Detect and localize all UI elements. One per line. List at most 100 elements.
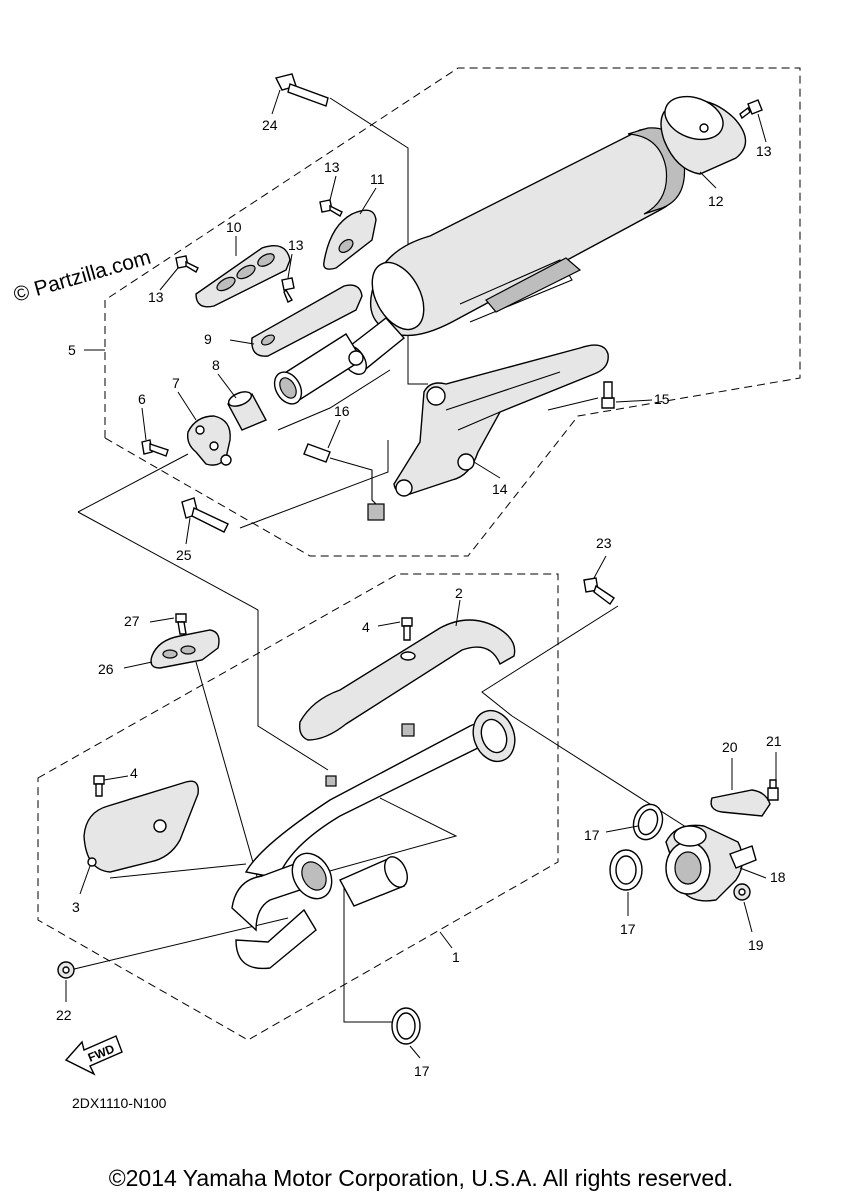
callout-10: 10 <box>226 219 242 235</box>
guide-line-bracket <box>547 397 599 411</box>
leader-13a <box>329 175 337 201</box>
heat-protector-9 <box>251 284 363 357</box>
callout-13-left: 13 <box>148 289 164 305</box>
callout-4-upper: 4 <box>362 619 370 635</box>
guide-line-mid <box>77 453 189 513</box>
callout-25: 25 <box>176 547 192 563</box>
callout-5: 5 <box>68 342 76 358</box>
callout-26: 26 <box>98 661 114 677</box>
muffler <box>340 127 686 376</box>
leader-1 <box>439 931 453 949</box>
leader-9 <box>229 339 255 345</box>
bolt-13-left <box>175 255 199 273</box>
connector-pipe <box>273 333 364 405</box>
callout-13-upper: 13 <box>324 159 340 175</box>
diagram-code: 2DX1110-N100 <box>72 1095 167 1111</box>
guide-line-3 <box>109 863 247 879</box>
callout-6: 6 <box>138 391 146 407</box>
bolt-4-upper <box>400 617 416 661</box>
leader-15 <box>615 399 653 403</box>
nut-19 <box>733 883 751 901</box>
leader-2 <box>455 599 461 627</box>
leader-19 <box>743 901 753 933</box>
callout-11: 11 <box>370 171 385 187</box>
callout-27: 27 <box>124 613 140 629</box>
bolt-24 <box>274 73 329 107</box>
callout-3: 3 <box>72 899 80 915</box>
guide-line-sensor <box>277 369 391 431</box>
bolt-23 <box>583 577 615 606</box>
bolt-27 <box>175 613 187 635</box>
header-pipe-1 <box>231 709 516 970</box>
guide-line-bolt25 <box>239 440 389 529</box>
callout-23: 23 <box>596 535 612 551</box>
callout-1: 1 <box>452 949 460 965</box>
leader-23 <box>593 555 607 579</box>
bolt-25 <box>181 497 229 533</box>
guide-line-clamp <box>77 511 329 771</box>
bolt-15 <box>601 381 615 409</box>
gasket-17-bottom <box>391 1007 421 1045</box>
heat-protector-3 <box>83 780 199 873</box>
callout-18: 18 <box>770 869 786 885</box>
leader-17a <box>605 825 639 833</box>
leader-27 <box>149 617 175 623</box>
gasket-17-left <box>632 803 664 841</box>
leader-14 <box>473 461 501 479</box>
callout-22: 22 <box>56 1007 72 1023</box>
heat-protector-26 <box>150 629 220 669</box>
leader-4a <box>377 621 401 627</box>
callout-7: 7 <box>172 375 180 391</box>
clamp-7 <box>186 415 232 466</box>
callout-2: 2 <box>455 585 463 601</box>
leader-13b <box>287 253 293 279</box>
bolt-13-right <box>739 99 763 120</box>
bolt-21 <box>767 779 779 801</box>
callout-16: 16 <box>334 403 350 419</box>
bolt-6 <box>141 439 169 457</box>
callout-9: 9 <box>204 331 212 347</box>
forward-arrow-icon: FWD <box>64 1035 123 1076</box>
guide-line-17-bottom <box>343 880 396 1023</box>
muffler-assembly-boundary <box>104 67 801 557</box>
heat-protector-10 <box>195 245 291 308</box>
callout-8: 8 <box>212 357 220 373</box>
guide-line-26 <box>195 661 259 881</box>
callout-17-left: 17 <box>584 827 600 843</box>
leader-12 <box>699 171 717 189</box>
bolt-13-center <box>281 277 295 303</box>
callout-17-center: 17 <box>620 921 636 937</box>
exhaust-joint-18 <box>665 824 757 902</box>
heat-protector-2 <box>298 619 516 741</box>
leader-18 <box>739 867 767 879</box>
leader-17c <box>409 1045 421 1059</box>
leader-24 <box>271 89 281 115</box>
leader-16 <box>327 419 341 449</box>
leader-6 <box>141 407 147 441</box>
leader-13d <box>757 113 767 143</box>
callout-13-center: 13 <box>288 237 304 253</box>
leader-11 <box>359 187 377 215</box>
callout-4-lower: 4 <box>130 765 138 781</box>
leader-4b <box>103 775 129 781</box>
gasket-17-center <box>609 849 643 891</box>
leader-25 <box>185 517 191 545</box>
guide-line-pipe-bracket <box>289 797 458 883</box>
callout-14: 14 <box>492 481 508 497</box>
partzilla-watermark: © Partzilla.com <box>11 246 153 307</box>
header-pipe-assembly-boundary <box>37 573 559 1041</box>
leader-13c <box>159 267 179 291</box>
leader-26 <box>123 661 153 669</box>
protector-20 <box>710 789 771 817</box>
callout-20: 20 <box>722 739 738 755</box>
muffler-end-cap <box>660 95 747 175</box>
callout-19: 19 <box>748 937 764 953</box>
nut-22 <box>57 961 75 979</box>
leader-7 <box>177 391 197 421</box>
bolt-13-upper <box>319 199 343 217</box>
guide-line-flange <box>511 715 701 837</box>
guide-line-23 <box>481 605 619 717</box>
callout-15: 15 <box>654 391 670 407</box>
callout-12: 12 <box>708 193 724 209</box>
